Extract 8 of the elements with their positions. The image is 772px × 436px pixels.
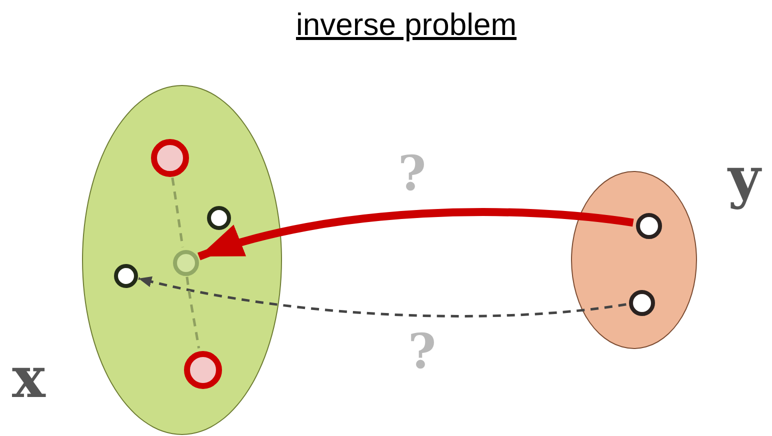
arrow: [138, 276, 626, 318]
arrow: [198, 208, 634, 260]
edge-label: ?: [398, 150, 426, 198]
connector-line: [186, 276, 200, 348]
edge-label: ?: [408, 328, 436, 376]
connector-line: [171, 178, 184, 248]
title: inverse problem: [296, 6, 517, 44]
variable-label: x: [12, 350, 46, 406]
